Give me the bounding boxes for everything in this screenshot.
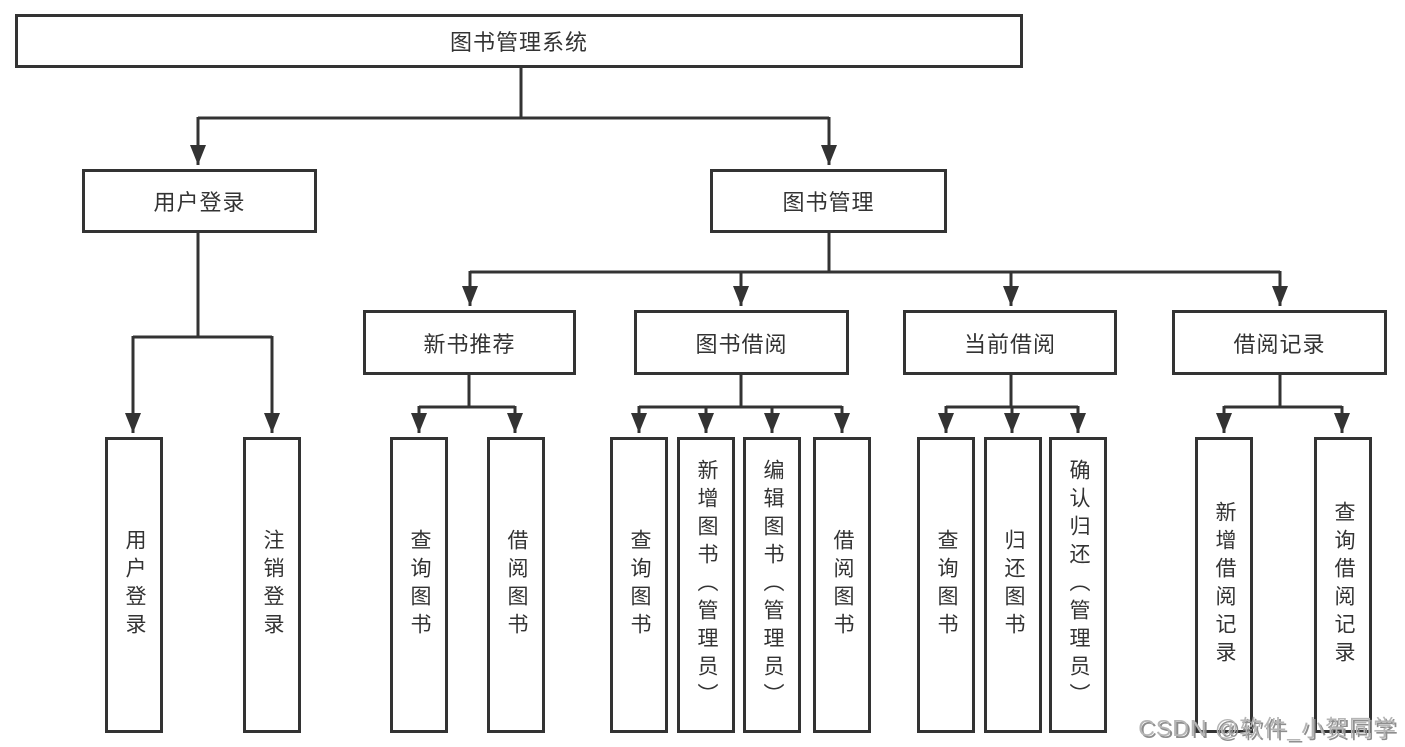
leaf-confirm-return-admin: 确认归还（管理员）: [1049, 437, 1107, 733]
node-current-borrowing: 当前借阅: [903, 310, 1117, 375]
node-book-borrowing: 图书借阅: [634, 310, 849, 375]
leaf-query-books-current: 查询图书: [917, 437, 975, 733]
leaf-edit-books-admin: 编辑图书（管理员）: [743, 437, 801, 733]
leaf-return-books: 归还图书: [984, 437, 1042, 733]
node-borrow-records: 借阅记录: [1172, 310, 1387, 375]
leaf-borrow-books: 借阅图书: [813, 437, 871, 733]
node-new-book-recommend: 新书推荐: [363, 310, 576, 375]
leaf-user-login: 用户登录: [105, 437, 163, 733]
leaf-query-books-borrow: 查询图书: [610, 437, 668, 733]
node-book-management: 图书管理: [710, 169, 947, 233]
leaf-logout: 注销登录: [243, 437, 301, 733]
leaf-borrow-books-recommend: 借阅图书: [487, 437, 545, 733]
leaf-add-borrow-record: 新增借阅记录: [1195, 437, 1253, 733]
node-library-system: 图书管理系统: [15, 14, 1023, 68]
csdn-watermark: CSDN @软件_小贺同学: [1138, 715, 1397, 741]
node-user-login: 用户登录: [82, 169, 317, 233]
leaf-add-books-admin: 新增图书（管理员）: [677, 437, 735, 733]
leaf-query-borrow-record: 查询借阅记录: [1314, 437, 1372, 733]
leaf-query-books-recommend: 查询图书: [390, 437, 448, 733]
